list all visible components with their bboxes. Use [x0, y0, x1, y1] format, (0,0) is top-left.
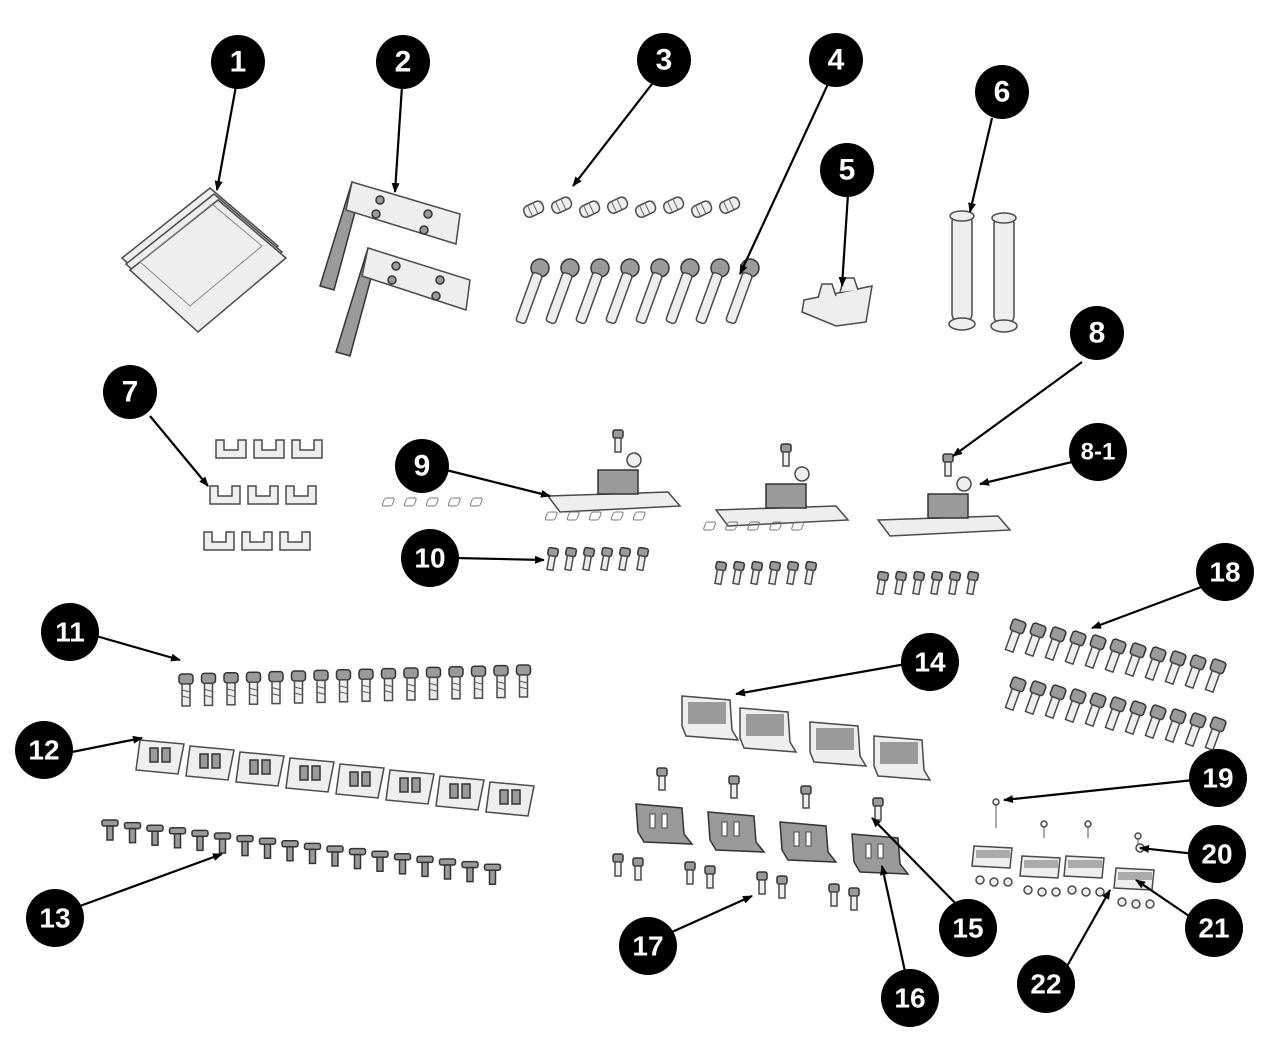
svg-text:13: 13	[39, 903, 70, 934]
part-11-bolts	[178, 664, 532, 707]
svg-text:22: 22	[1030, 969, 1061, 1000]
part-16-brackets	[612, 767, 910, 911]
callout-12: 12	[15, 721, 73, 779]
part-2-brackets	[319, 181, 471, 357]
callout-5: 5	[820, 143, 874, 197]
svg-text:11: 11	[55, 617, 85, 648]
svg-text:7: 7	[122, 376, 139, 409]
part-13-screws	[101, 819, 502, 885]
part-18-bolts	[1004, 618, 1227, 752]
part-7-clips	[203, 439, 323, 551]
svg-text:5: 5	[839, 154, 856, 187]
part-4-screws	[515, 258, 760, 325]
callout-3: 3	[637, 33, 691, 87]
svg-text:21: 21	[1198, 913, 1229, 944]
svg-text:20: 20	[1201, 839, 1232, 870]
svg-text:18: 18	[1209, 557, 1240, 588]
callout-1: 1	[211, 35, 265, 89]
callout-21: 21	[1185, 899, 1243, 957]
callout-8-1: 8-1	[1069, 423, 1127, 481]
svg-text:19: 19	[1202, 763, 1233, 794]
callout-19: 19	[1189, 749, 1247, 807]
svg-text:15: 15	[952, 913, 983, 944]
svg-text:8-1: 8-1	[1081, 439, 1116, 466]
part-21-blocks	[971, 798, 1155, 909]
part-3-anchors	[522, 196, 741, 218]
part-12-clips	[135, 739, 535, 817]
part-14-hooks	[681, 695, 932, 781]
svg-text:4: 4	[828, 44, 845, 77]
svg-text:14: 14	[914, 647, 946, 678]
part-6-tubes	[948, 210, 1018, 333]
callout-10: 10	[401, 529, 459, 587]
svg-text:16: 16	[894, 983, 925, 1014]
callout-20: 20	[1188, 825, 1246, 883]
svg-text:3: 3	[656, 44, 673, 77]
callout-13: 13	[26, 889, 84, 947]
callout-11: 11	[41, 603, 99, 661]
svg-text:2: 2	[395, 46, 412, 79]
callout-16: 16	[881, 969, 939, 1027]
leader-lines	[71, 83, 1205, 977]
part-1-sheets	[120, 187, 288, 333]
callout-7: 7	[103, 365, 157, 419]
svg-text:12: 12	[28, 735, 59, 766]
svg-text:9: 9	[414, 450, 431, 483]
callout-8: 8	[1070, 306, 1124, 360]
callout-2: 2	[376, 35, 430, 89]
callout-15: 15	[939, 899, 997, 957]
svg-text:6: 6	[994, 76, 1011, 109]
svg-text:10: 10	[414, 543, 445, 574]
svg-text:8: 8	[1089, 317, 1106, 350]
callout-6: 6	[975, 65, 1029, 119]
callout-4: 4	[809, 33, 863, 87]
callout-18: 18	[1196, 543, 1254, 601]
callout-22: 22	[1017, 955, 1075, 1013]
svg-text:17: 17	[632, 931, 663, 962]
callout-9: 9	[395, 439, 449, 493]
part-5-plate	[801, 277, 873, 327]
callout-14: 14	[901, 633, 959, 691]
part-9-brackets	[381, 429, 1012, 596]
svg-text:1: 1	[230, 46, 247, 79]
callout-17: 17	[619, 917, 677, 975]
